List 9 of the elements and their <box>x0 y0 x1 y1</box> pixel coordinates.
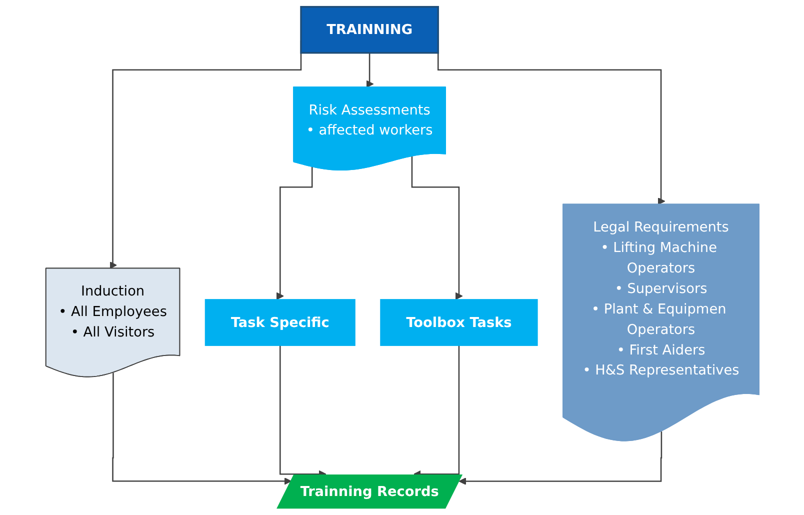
node-box: Task Specific <box>204 299 355 346</box>
arrow <box>458 432 662 486</box>
arrow <box>112 372 292 485</box>
arrow <box>279 346 326 478</box>
arrow <box>366 52 374 88</box>
arrow <box>276 166 312 300</box>
node-box: Toolbox Tasks <box>380 299 538 346</box>
node-box: TRAINNING <box>300 6 439 54</box>
arrow <box>410 156 462 300</box>
